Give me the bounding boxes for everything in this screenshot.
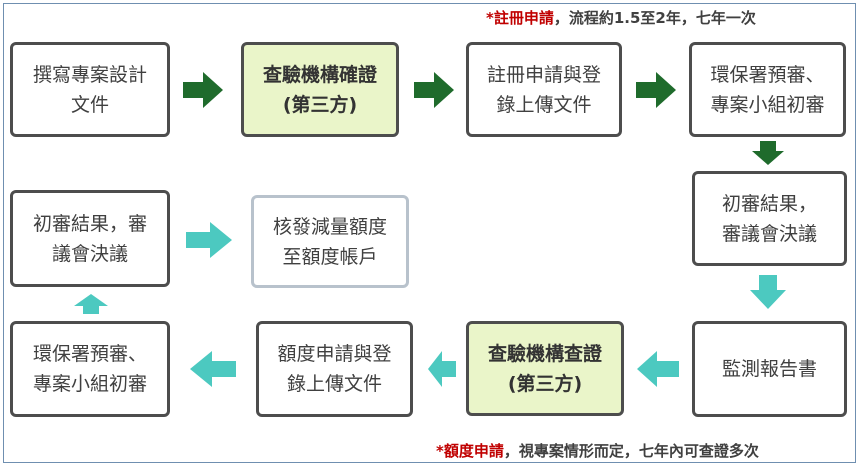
- step-line: 撰寫專案設計: [32, 63, 147, 86]
- step-line: 查驗機構確證: [262, 63, 377, 86]
- arrow-right-icon: [414, 72, 454, 108]
- step-verification-third-party: 查驗機構查證 (第三方): [466, 321, 624, 416]
- step-line: (第三方): [282, 93, 358, 116]
- arrow-right-icon: [186, 222, 232, 258]
- step-line: 錄上傳文件: [286, 373, 382, 395]
- step-line: 錄上傳文件: [496, 93, 592, 116]
- step-epa-review-credit: 環保署預審、 專案小組初審: [10, 321, 170, 417]
- registration-note-text: ，流程約1.5至2年，七年一次: [553, 9, 756, 27]
- step-line: 議會決議: [51, 242, 128, 265]
- arrow-left-icon: [428, 351, 456, 387]
- credit-note: *額度申請，視專案情形而定，七年內可查證多次: [436, 440, 759, 461]
- step-line: (第三方): [507, 372, 583, 395]
- step-line: 初審結果，: [721, 192, 817, 215]
- arrow-right-icon: [183, 72, 223, 108]
- step-line: 專案小組初審: [32, 373, 147, 395]
- step-epa-preliminary-review: 環保署預審、 專案小組初審: [689, 42, 846, 137]
- step-line: 查驗機構查證: [487, 342, 602, 365]
- arrow-left-icon: [190, 351, 236, 387]
- step-line: 審議會決議: [721, 222, 817, 245]
- step-line: 初審結果，審: [32, 212, 147, 235]
- step-write-design-document: 撰寫專案設計 文件: [10, 42, 170, 137]
- step-line: 環保署預審、: [710, 63, 825, 86]
- arrow-down-icon: [750, 275, 786, 309]
- step-line: 至額度帳戶: [282, 245, 378, 268]
- arrow-down-icon: [752, 141, 784, 165]
- step-review-result-left: 初審結果，審 議會決議: [10, 190, 170, 287]
- step-issue-credits: 核發減量額度 至額度帳戶: [251, 195, 409, 288]
- credit-label: *額度申請: [436, 442, 504, 460]
- arrow-left-icon: [637, 351, 679, 387]
- step-line: 監測報告書: [721, 358, 817, 380]
- step-line: 文件: [70, 93, 109, 116]
- registration-note: *註冊申請，流程約1.5至2年，七年一次: [486, 7, 756, 28]
- step-line: 核發減量額度: [272, 215, 387, 238]
- step-line: 專案小組初審: [710, 93, 825, 116]
- step-line: 額度申請與登: [277, 343, 392, 365]
- step-credit-application-upload: 額度申請與登 錄上傳文件: [256, 321, 413, 417]
- step-registration-upload: 註冊申請與登 錄上傳文件: [466, 42, 622, 137]
- step-monitoring-report: 監測報告書: [692, 321, 847, 417]
- step-validation-third-party: 查驗機構確證 (第三方): [241, 42, 399, 137]
- registration-label: *註冊申請: [486, 9, 554, 27]
- step-line: 環保署預審、: [32, 343, 147, 365]
- step-review-result-right: 初審結果， 審議會決議: [692, 171, 847, 266]
- arrow-right-icon: [636, 72, 676, 108]
- step-line: 註冊申請與登: [486, 63, 601, 86]
- arrow-up-icon: [74, 294, 108, 314]
- credit-note-text: ，視專案情形而定，七年內可查證多次: [503, 442, 759, 460]
